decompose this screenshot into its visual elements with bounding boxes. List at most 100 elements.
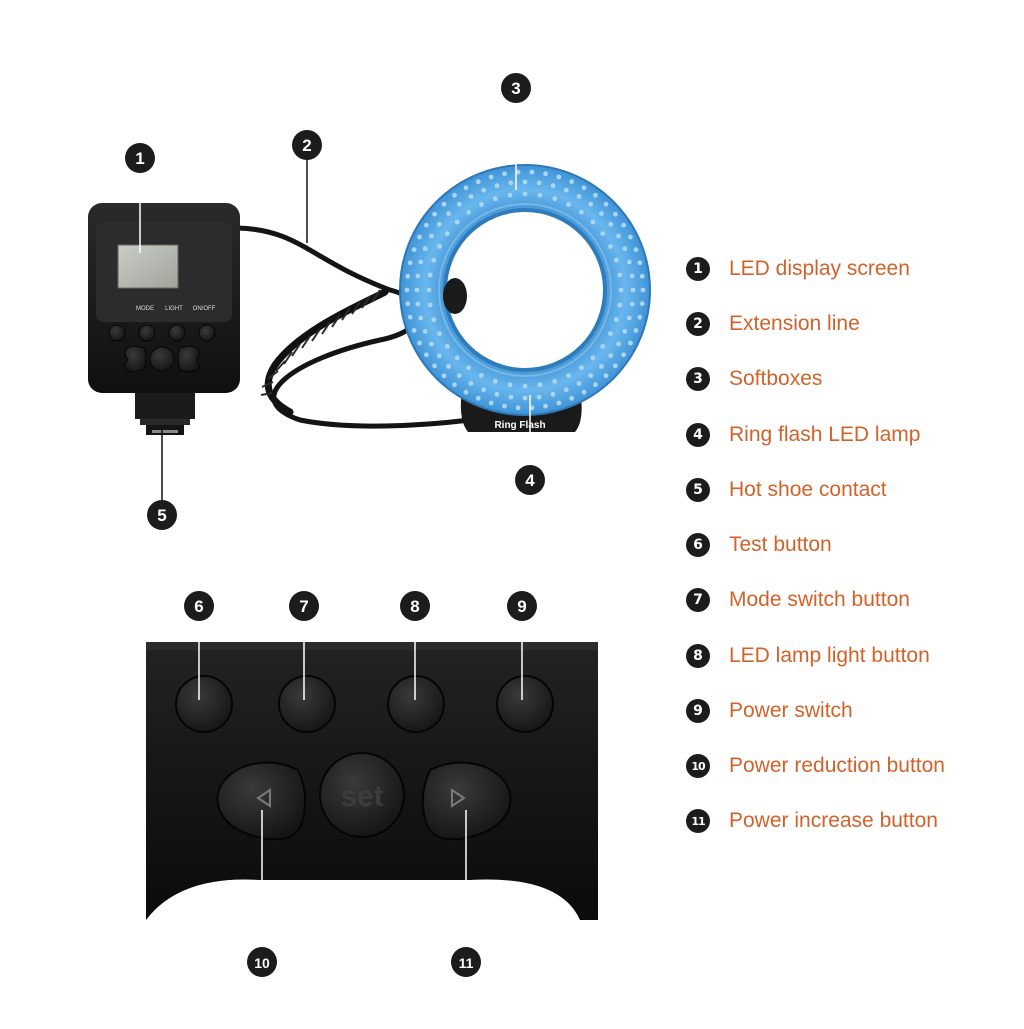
svg-text:10: 10	[254, 955, 270, 971]
legend-item: 1 LED display screen	[686, 254, 910, 284]
led-dot	[616, 233, 621, 239]
led-dot	[608, 331, 613, 336]
mini-light-button[interactable]	[168, 324, 186, 342]
led-dot	[452, 192, 457, 198]
led-dot	[552, 196, 558, 202]
legend-number: 3	[686, 367, 710, 391]
led-dot	[468, 381, 474, 386]
power-switch-button[interactable]	[496, 675, 554, 733]
led-dot	[618, 287, 624, 293]
ring-led-dots	[404, 169, 646, 411]
led-dot	[407, 260, 413, 266]
led-dot	[492, 378, 498, 384]
led-dot	[411, 247, 417, 253]
ring-rear-bracket	[443, 278, 467, 314]
led-dot	[613, 363, 618, 369]
legend-number: 8	[686, 644, 710, 668]
callout-badges: 1 2 3 4 5 6 7 8 9 10 11	[125, 73, 545, 977]
mini-test-button[interactable]	[108, 324, 126, 342]
legend-label: Power switch	[729, 699, 853, 722]
callout-5: 5	[147, 500, 177, 530]
led-dot	[441, 201, 447, 207]
led-dot	[418, 259, 424, 265]
callout-1: 1	[125, 143, 155, 173]
led-dot	[608, 221, 614, 227]
led-light-button[interactable]	[387, 675, 445, 733]
led-dot	[422, 246, 428, 252]
closeup-top-edge	[146, 642, 598, 650]
callout-4: 4	[515, 465, 545, 495]
led-dot	[411, 328, 417, 333]
legend-label: Mode switch button	[729, 588, 910, 611]
led-dot	[637, 260, 643, 266]
led-dot	[492, 196, 498, 202]
led-dot	[628, 340, 633, 346]
mode-switch-button[interactable]	[278, 675, 336, 733]
led-dot	[637, 314, 643, 320]
mini-right-button[interactable]	[177, 345, 200, 373]
led-dot	[590, 219, 596, 225]
hot-shoe-pin	[152, 430, 178, 433]
led-dot	[437, 331, 442, 336]
led-dot	[617, 272, 623, 278]
led-dot	[576, 381, 582, 386]
led-dot	[444, 231, 450, 237]
callout-6: 6	[184, 591, 214, 621]
led-dot	[427, 302, 433, 308]
led-dot	[522, 191, 528, 197]
led-dot	[424, 352, 429, 358]
svg-text:2: 2	[302, 136, 311, 155]
callout-2: 2	[292, 130, 322, 160]
led-dot	[446, 364, 451, 369]
led-dot	[427, 272, 433, 278]
test-button[interactable]	[175, 675, 233, 733]
legend-label: Extension line	[729, 312, 860, 335]
led-dot	[463, 389, 469, 395]
mini-left-button[interactable]	[124, 345, 147, 373]
led-dot	[405, 301, 411, 307]
led-dot	[502, 403, 507, 409]
led-dot	[626, 315, 632, 321]
led-dot	[566, 202, 571, 207]
led-dot	[622, 328, 628, 334]
cable-coil-rings	[260, 289, 381, 396]
legend-item: 4 Ring flash LED lamp	[686, 420, 920, 450]
led-dot	[479, 373, 484, 378]
ring-flash: Ring Flash	[399, 164, 651, 432]
hot-shoe-mount	[135, 393, 195, 419]
led-dot	[603, 373, 609, 379]
svg-text:6: 6	[194, 597, 203, 616]
set-button[interactable]	[319, 752, 405, 838]
legend-label: Power reduction button	[729, 754, 945, 777]
legend-item: 5 Hot shoe contact	[686, 475, 887, 505]
legend-label: LED lamp light button	[729, 644, 930, 667]
mini-power-button[interactable]	[198, 324, 216, 342]
led-dot	[508, 394, 514, 400]
led-dot	[429, 341, 434, 347]
led-dot	[456, 201, 462, 207]
led-dot	[608, 244, 613, 249]
led-dot	[579, 365, 584, 371]
led-dot	[566, 373, 571, 378]
mini-set-button[interactable]	[149, 346, 175, 372]
legend-number: 1	[686, 257, 710, 281]
led-dot	[441, 373, 447, 379]
led-dot	[508, 180, 514, 186]
led-dot	[590, 355, 596, 361]
led-dot	[569, 395, 575, 401]
led-dot	[633, 328, 639, 333]
power-increase-button[interactable]	[421, 761, 512, 841]
mini-mode-button[interactable]	[138, 324, 156, 342]
ring-flash-inner	[443, 208, 607, 372]
svg-text:7: 7	[299, 597, 308, 616]
led-dot	[415, 301, 421, 307]
led-dot	[494, 183, 500, 189]
led-dot	[437, 244, 442, 249]
legend-label: Softboxes	[729, 367, 823, 390]
led-dot	[639, 273, 645, 279]
legend-number: 5	[686, 478, 710, 502]
led-dot	[418, 315, 424, 321]
callout-3: 3	[501, 73, 531, 103]
led-dot	[405, 273, 411, 279]
svg-text:3: 3	[511, 79, 520, 98]
